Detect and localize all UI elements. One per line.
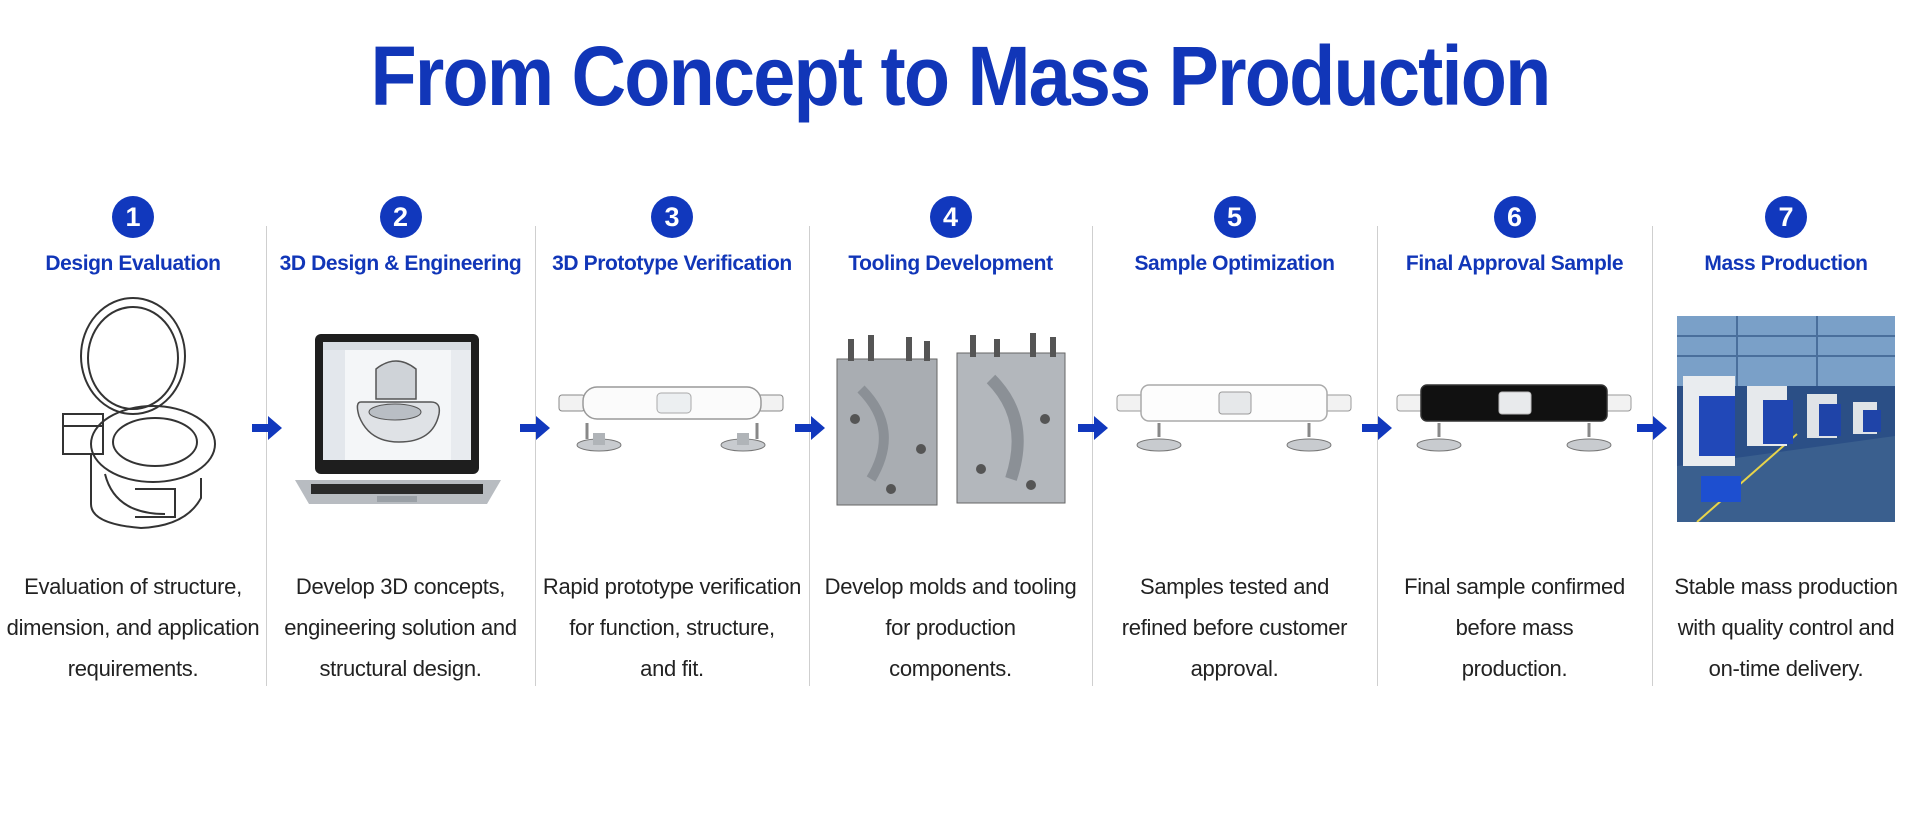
arrow-right-icon (520, 416, 550, 440)
arrow-right-icon (1637, 416, 1667, 440)
step-description: Samples tested and refined before custom… (1121, 574, 1348, 681)
step-number-badge: 1 (112, 196, 154, 238)
step-number-badge: 3 (651, 196, 693, 238)
mold-tooling-icon (809, 294, 1092, 544)
step-divider (1652, 226, 1653, 686)
arrow-right-icon (252, 416, 282, 440)
step-description: Rapid prototype verification for functio… (542, 574, 802, 681)
step-sample-optimization: 5 Sample Optimization Samples tested and… (1092, 196, 1377, 696)
step-divider (266, 226, 267, 686)
laptop-cad-icon (266, 294, 535, 544)
step-label: Design Evaluation (45, 252, 221, 275)
step-divider (1377, 226, 1378, 686)
step-number-badge: 2 (379, 196, 422, 238)
step-tooling-development: 4 Tooling Development Develop molds and … (809, 196, 1092, 696)
page-title: From Concept to Mass Production (370, 29, 1551, 123)
prototype-part-icon (535, 294, 809, 544)
arrow-right-icon (1362, 416, 1392, 440)
step-number-badge: 5 (1213, 196, 1256, 238)
toilet-sketch-icon (0, 294, 266, 544)
step-description: Final sample confirmed before mass produ… (1404, 574, 1625, 681)
step-number-badge: 7 (1765, 196, 1807, 238)
step-label: 3D Design & Engineering (279, 252, 522, 275)
arrow-right-icon (1078, 416, 1108, 440)
step-description: Evaluation of structure, dimension, and … (6, 574, 260, 681)
arrow-right-icon (795, 416, 825, 440)
step-divider (1092, 226, 1093, 686)
step-final-approval-sample: 6 Final Approval Sample Final sample con… (1377, 196, 1652, 696)
step-number-badge: 6 (1493, 196, 1536, 238)
step-label: Sample Optimization (1134, 252, 1335, 275)
step-label: Mass Production (1704, 252, 1868, 275)
factory-floor-icon (1652, 294, 1920, 544)
step-divider (535, 226, 536, 686)
step-label: Tooling Development (848, 252, 1053, 275)
step-label: 3D Prototype Verification (552, 252, 792, 275)
step-3d-prototype-verification: 3 3D Prototype Verification Rapid protot… (535, 196, 809, 696)
step-description: Develop 3D concepts, engineering solutio… (284, 574, 517, 681)
step-design-evaluation: 1 Design Evaluation Evaluation of struct… (0, 196, 266, 696)
step-number-badge: 4 (929, 196, 972, 238)
step-label: Final Approval Sample (1405, 252, 1624, 275)
final-sample-part-icon (1377, 294, 1652, 544)
step-divider (809, 226, 810, 686)
step-mass-production: 7 Mass Production Stable mass production… (1652, 196, 1920, 696)
step-3d-design-engineering: 2 3D Design & Engineering Develop 3D con… (266, 196, 535, 696)
sample-part-icon (1092, 294, 1377, 544)
step-description: Develop molds and tooling for production… (824, 574, 1077, 681)
step-description: Stable mass production with quality cont… (1674, 574, 1898, 681)
